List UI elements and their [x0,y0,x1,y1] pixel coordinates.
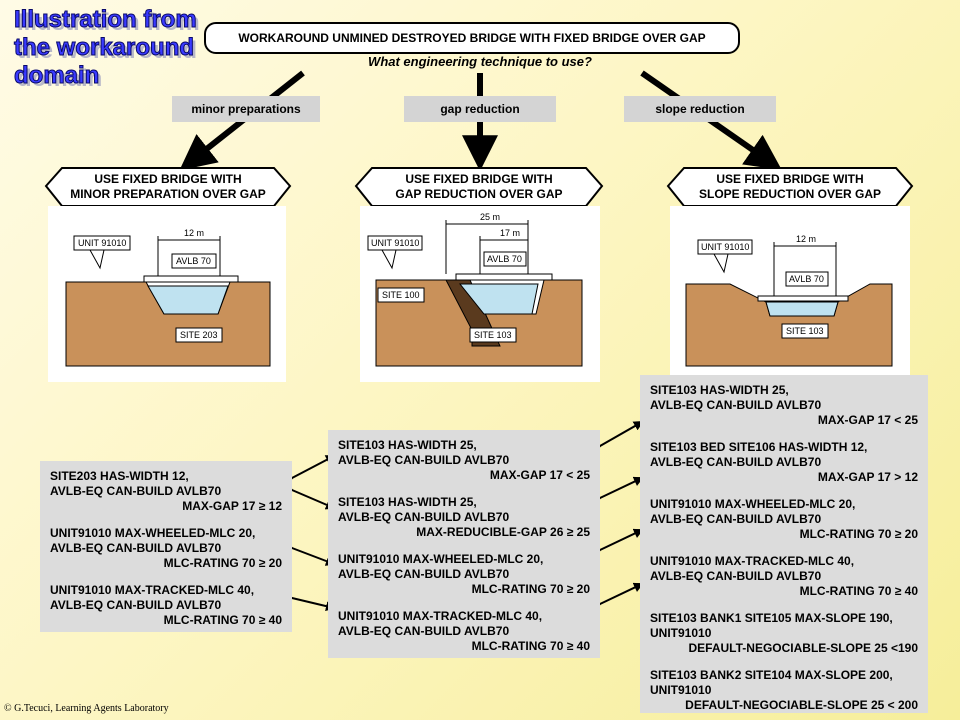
site-label: SITE 203 [180,330,218,340]
illustration-gap: 25 m 17 m UNIT 91010 AVLB 70 SITE 100 SI… [360,206,600,382]
fact-conclusion: MLC-RATING 70 ≥ 20 [163,556,282,570]
fact-conclusion: DEFAULT-NEGOCIABLE-SLOPE 25 <190 [688,641,919,655]
fact-line: AVLB-EQ CAN-BUILD AVLB70 [650,512,822,526]
subproblem-gap: USE FIXED BRIDGE WITH GAP REDUCTION OVER… [395,172,563,201]
illustration-minor: 12 m UNIT 91010 AVLB 70 SITE 203 [48,206,286,382]
fact-conclusion: MAX-GAP 17 > 12 [817,470,918,484]
fact-item: SITE103 BED SITE106 HAS-WIDTH 12, AVLB-E… [650,440,918,485]
fact-line: UNIT91010 MAX-WHEELED-MLC 20, [650,497,856,511]
fact-item: UNIT91010 MAX-WHEELED-MLC 20,AVLB-EQ CAN… [50,526,282,571]
fact-line: AVLB-EQ CAN-BUILD AVLB70 [650,398,822,412]
fact-item: UNIT91010 MAX-TRACKED-MLC 40,AVLB-EQ CAN… [338,609,590,654]
fact-line: AVLB-EQ CAN-BUILD AVLB70 [338,453,510,467]
fact-line: AVLB-EQ CAN-BUILD AVLB70 [650,455,822,469]
technique-gap-reduction: gap reduction [404,96,556,122]
fact-conclusion: MAX-GAP 17 < 25 [817,413,918,427]
fact-line: UNIT91010 [650,683,712,697]
site-a-label: SITE 100 [382,290,420,300]
fact-item: SITE103 HAS-WIDTH 25,AVLB-EQ CAN-BUILD A… [338,438,590,483]
fact-item: SITE103 HAS-WIDTH 25,AVLB-EQ CAN-BUILD A… [650,383,918,428]
fact-line: UNIT91010 MAX-TRACKED-MLC 40, [650,554,855,568]
fact-item: UNIT91010 MAX-WHEELED-MLC 20,AVLB-EQ CAN… [338,552,590,597]
fact-line: SITE103 HAS-WIDTH 25, [650,383,789,397]
technique-minor-preparations: minor preparations [172,96,320,122]
fact-item: UNIT91010 MAX-TRACKED-MLC 40, AVLB-EQ CA… [50,583,282,628]
dimension-label: 12 m [184,228,204,238]
fact-line: SITE103 HAS-WIDTH 25, [338,438,477,452]
fact-conclusion: MLC-RATING 70 ≥ 20 [799,527,918,541]
problem-box: WORKAROUND UNMINED DESTROYED BRIDGE WITH… [204,22,740,54]
fact-line: SITE103 BED SITE106 HAS-WIDTH 12, [650,440,868,454]
fact-line: AVLB-EQ CAN-BUILD AVLB70 [338,510,510,524]
fact-line: AVLB-EQ CAN-BUILD AVLB70 [338,567,510,581]
site-label: SITE 103 [786,326,824,336]
fact-line: UNIT91010 MAX-WHEELED-MLC 20, [338,552,544,566]
fact-conclusion: MLC-RATING 70 ≥ 40 [471,639,590,653]
fact-line: AVLB-EQ CAN-BUILD AVLB70 [650,569,822,583]
fact-conclusion: MLC-RATING 70 ≥ 20 [471,582,590,596]
fact-item: UNIT91010 MAX-TRACKED-MLC 40,AVLB-EQ CAN… [650,554,918,599]
facts-gap: SITE103 HAS-WIDTH 25,AVLB-EQ CAN-BUILD A… [328,430,600,658]
illustration-slope: 12 m UNIT 91010 AVLB 70 SITE 103 [670,206,910,382]
fact-conclusion: MLC-RATING 70 ≥ 40 [799,584,918,598]
fact-line: AVLB-EQ CAN-BUILD AVLB70 [50,541,222,555]
fact-item: SITE103 BANK1 SITE105 MAX-SLOPE 190,UNIT… [650,611,918,656]
dimension-inner-label: 17 m [500,228,520,238]
fact-item: SITE203 HAS-WIDTH 12,AVLB-EQ CAN-BUILD A… [50,469,282,514]
fact-conclusion: DEFAULT-NEGOCIABLE-SLOPE 25 < 200 [685,698,918,712]
page-title: Illustration from the workaround domain [14,6,198,90]
fact-line: UNIT91010 [650,626,712,640]
fact-line: AVLB-EQ CAN-BUILD AVLB70 [338,624,510,638]
bridge-label: AVLB 70 [176,256,211,266]
facts-minor: SITE203 HAS-WIDTH 12,AVLB-EQ CAN-BUILD A… [40,461,292,632]
bridge-label: AVLB 70 [789,274,824,284]
fact-item: SITE103 BANK2 SITE104 MAX-SLOPE 200,UNIT… [650,668,918,713]
unit-label: UNIT 91010 [78,238,126,248]
fact-line: SITE103 BANK2 SITE104 MAX-SLOPE 200, [650,668,893,682]
dimension-label: 12 m [796,234,816,244]
subproblem-slope: USE FIXED BRIDGE WITH SLOPE REDUCTION OV… [698,172,882,201]
fact-line: SITE103 HAS-WIDTH 25, [338,495,477,509]
fact-conclusion: MAX-GAP 17 ≥ 12 [182,499,282,513]
dimension-outer-label: 25 m [480,212,500,222]
fact-conclusion: MLC-RATING 70 ≥ 40 [163,613,282,627]
site-b-label: SITE 103 [474,330,512,340]
fact-line: UNIT91010 MAX-TRACKED-MLC 40, [338,609,543,623]
question-text: What engineering technique to use? [368,54,592,69]
technique-slope-reduction: slope reduction [624,96,776,122]
fact-conclusion: MAX-GAP 17 < 25 [489,468,590,482]
facts-slope: SITE103 HAS-WIDTH 25,AVLB-EQ CAN-BUILD A… [640,375,928,713]
fact-conclusion: MAX-REDUCIBLE-GAP 26 ≥ 25 [416,525,590,539]
fact-line: AVLB-EQ CAN-BUILD AVLB70 [50,484,222,498]
footer-credit: © G.Tecuci, Learning Agents Laboratory [4,703,169,714]
fact-line: UNIT91010 MAX-WHEELED-MLC 20, [50,526,256,540]
unit-label: UNIT 91010 [371,238,419,248]
unit-label: UNIT 91010 [701,242,749,252]
fact-line: SITE103 BANK1 SITE105 MAX-SLOPE 190, [650,611,893,625]
subproblem-minor: USE FIXED BRIDGE WITH MINOR PREPARATION … [70,172,266,201]
fact-line: SITE203 HAS-WIDTH 12, [50,469,189,483]
fact-line: AVLB-EQ CAN-BUILD AVLB70 [50,598,222,612]
fact-item: SITE103 HAS-WIDTH 25,AVLB-EQ CAN-BUILD A… [338,495,590,540]
fact-line: UNIT91010 MAX-TRACKED-MLC 40, [50,583,255,597]
bridge-label: AVLB 70 [487,254,522,264]
fact-item: UNIT91010 MAX-WHEELED-MLC 20, AVLB-EQ CA… [650,497,918,542]
